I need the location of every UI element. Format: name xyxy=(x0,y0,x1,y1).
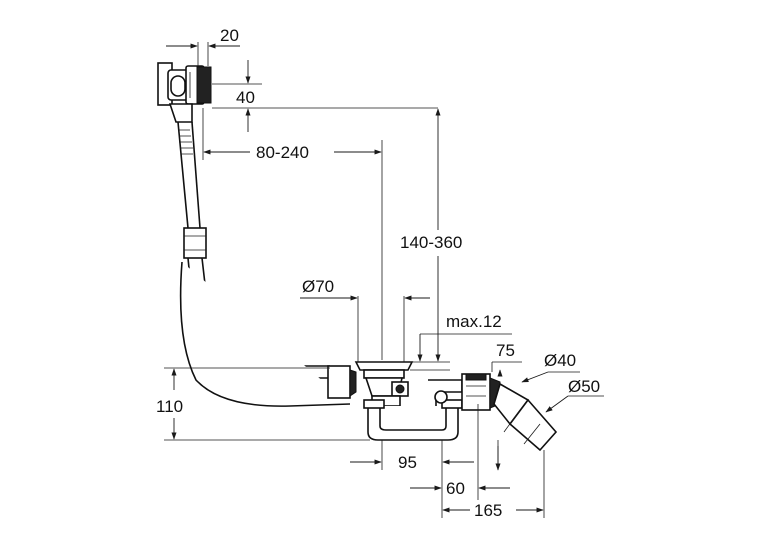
dim-label-95: 95 xyxy=(398,453,417,472)
dimension-60: 60 xyxy=(410,404,510,500)
dimension-165: 165 xyxy=(442,440,545,520)
dim-label-diameter-70: Ø70 xyxy=(302,277,334,296)
dim-label-80-240: 80-240 xyxy=(256,143,309,162)
dimension-80-240: 80-240 xyxy=(202,108,383,360)
dimension-140-360: 140-360 xyxy=(400,108,462,362)
dim-label-diameter-50: Ø50 xyxy=(568,377,600,396)
dimension-diameter-70: Ø70 xyxy=(300,277,430,362)
dimension-75: 75 xyxy=(491,341,522,377)
dimension-95: 95 xyxy=(350,440,474,518)
dim-label-20: 20 xyxy=(220,26,239,45)
dimension-40: 40 xyxy=(212,60,438,132)
dim-label-165: 165 xyxy=(474,501,502,520)
waste-trap xyxy=(363,379,463,441)
dim-label-max-12: max.12 xyxy=(446,312,502,331)
dim-label-110: 110 xyxy=(156,397,183,416)
dimension-diameter-40: Ø40 xyxy=(521,351,580,383)
dim-label-60: 60 xyxy=(446,479,465,498)
dim-label-140-360: 140-360 xyxy=(400,233,462,252)
dimension-110: 110 xyxy=(156,367,370,441)
dim-label-75: 75 xyxy=(496,341,515,360)
dim-label-40: 40 xyxy=(236,88,255,107)
dimension-diameter-50: Ø50 xyxy=(545,377,604,413)
dimension-20: 20 xyxy=(166,26,240,66)
waste-plug xyxy=(354,361,414,407)
overflow-hose xyxy=(177,121,351,407)
pipe-connector-nut xyxy=(327,365,357,399)
dim-label-diameter-40: Ø40 xyxy=(544,351,576,370)
overflow-head xyxy=(157,62,212,123)
outlet-connector xyxy=(461,373,558,452)
dimension-max-12: max.12 xyxy=(410,312,512,371)
